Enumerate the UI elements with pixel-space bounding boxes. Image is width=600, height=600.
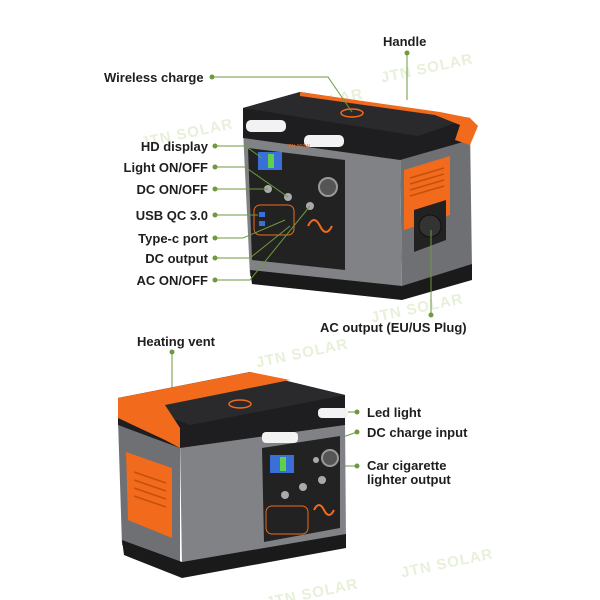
dc-input bbox=[313, 457, 319, 463]
sine-logo bbox=[307, 219, 333, 233]
label-type-c: Type-c port bbox=[138, 231, 208, 246]
model-badge: CN-300W bbox=[288, 144, 310, 150]
label-heating-vent: Heating vent bbox=[137, 334, 216, 349]
led-light bbox=[262, 432, 298, 443]
label-dc-output: DC output bbox=[145, 251, 208, 266]
control-panel bbox=[248, 148, 345, 270]
label-handle: Handle bbox=[383, 34, 427, 49]
label-ac-output: AC output (EU/US Plug) bbox=[320, 320, 467, 335]
sine-logo bbox=[313, 504, 335, 516]
label-ac-on-off: AC ON/OFF bbox=[136, 273, 209, 288]
label-light-on-off: Light ON/OFF bbox=[123, 160, 208, 175]
led-light bbox=[304, 135, 344, 147]
power-station-side-view bbox=[118, 372, 348, 578]
label-hd-display: HD display bbox=[140, 139, 208, 154]
led-light bbox=[246, 120, 286, 132]
label-wireless-charge: Wireless charge bbox=[104, 70, 204, 85]
label-car-cigarette-2: lighter output bbox=[367, 472, 451, 487]
label-dc-charge-input: DC charge input bbox=[367, 425, 468, 440]
label-led-light: Led light bbox=[367, 405, 422, 420]
wireless-charge-icon bbox=[340, 108, 364, 118]
handle bbox=[300, 92, 478, 145]
label-usb-qc: USB QC 3.0 bbox=[135, 208, 208, 223]
cigarette-socket bbox=[321, 449, 339, 467]
label-car-cigarette: Car cigarette bbox=[367, 458, 447, 473]
handle bbox=[118, 372, 290, 448]
led-light bbox=[318, 408, 348, 418]
label-dc-on-off: DC ON/OFF bbox=[136, 182, 209, 197]
power-station-front-view: CN-300W bbox=[243, 92, 478, 300]
cigarette-socket bbox=[318, 177, 338, 197]
